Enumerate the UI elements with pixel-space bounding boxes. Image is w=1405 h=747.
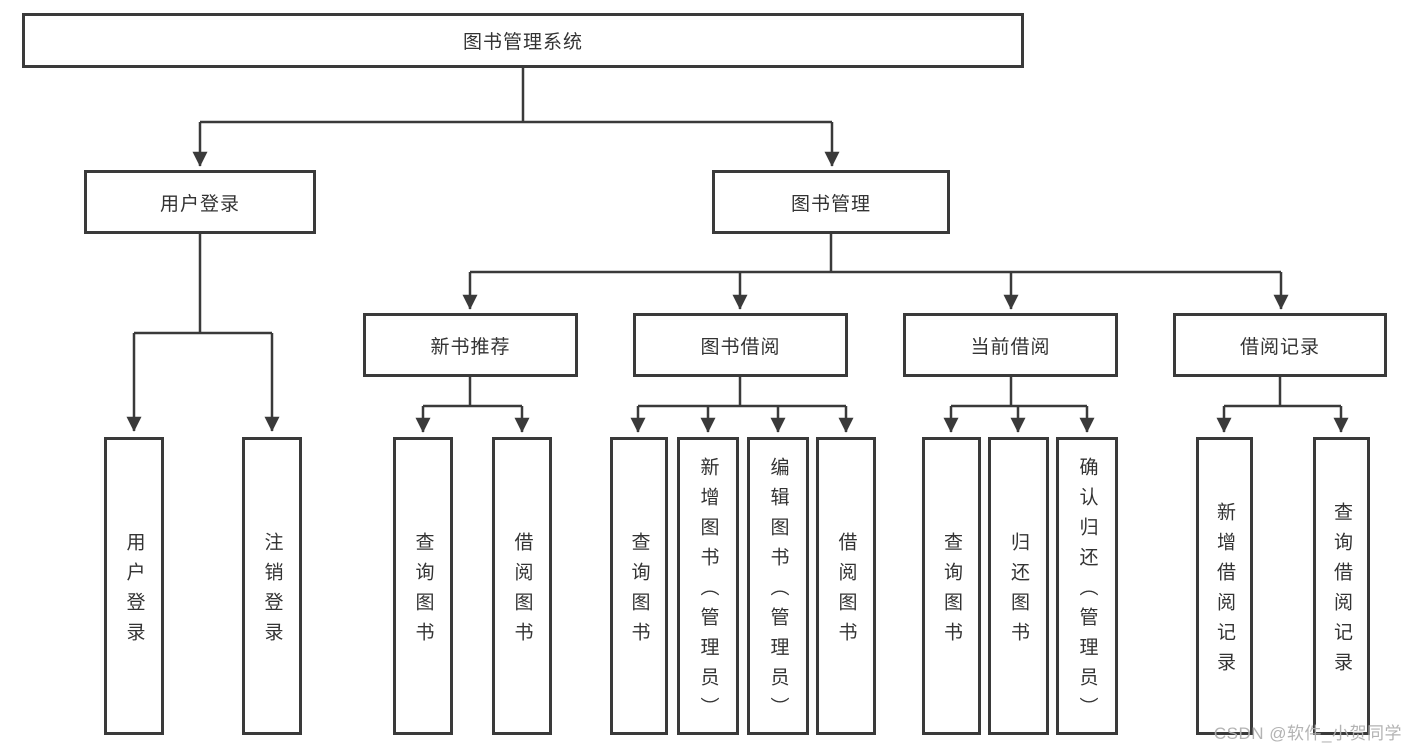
leaf-add-borrow-record: 新增借阅记录: [1196, 437, 1253, 735]
watermark: CSDN @软件_小贺同学: [1213, 724, 1402, 743]
leaf-borrow-book: 借阅图书: [816, 437, 876, 735]
leaf-borrow-book-recommend-label: 借阅图书: [511, 531, 533, 652]
leaf-query-book-current-label: 查询图书: [941, 531, 962, 652]
leaf-add-borrow-record-label: 新增借阅记录: [1214, 501, 1235, 682]
leaf-query-book-borrow-label: 查询图书: [628, 531, 650, 652]
node-borrow-records: 借阅记录: [1173, 313, 1387, 377]
leaf-logout-label: 注销登录: [261, 531, 283, 652]
leaf-query-borrow-record: 查询借阅记录: [1313, 437, 1370, 735]
node-user-login-label: 用户登录: [159, 193, 240, 215]
node-book-management: 图书管理: [712, 170, 950, 234]
leaf-edit-book-admin: 编辑图书（管理员）: [747, 437, 809, 735]
node-current-borrow: 当前借阅: [903, 313, 1118, 377]
leaf-borrow-book-recommend: 借阅图书: [492, 437, 552, 735]
node-borrow-records-label: 借阅记录: [1239, 336, 1320, 358]
node-new-book-recommend-label: 新书推荐: [430, 336, 511, 358]
leaf-logout: 注销登录: [242, 437, 302, 735]
leaf-edit-book-admin-label: 编辑图书（管理员）: [767, 456, 789, 727]
node-current-borrow-label: 当前借阅: [970, 336, 1051, 358]
node-new-book-recommend: 新书推荐: [363, 313, 578, 377]
leaf-query-book-recommend-label: 查询图书: [412, 531, 434, 652]
leaf-query-book-current: 查询图书: [922, 437, 981, 735]
node-book-borrow-label: 图书借阅: [700, 336, 781, 358]
node-root-system: 图书管理系统: [22, 13, 1024, 68]
node-book-management-label: 图书管理: [790, 193, 871, 215]
leaf-add-book-admin-label: 新增图书（管理员）: [697, 456, 719, 727]
leaf-add-book-admin: 新增图书（管理员）: [677, 437, 739, 735]
leaf-user-login: 用户登录: [104, 437, 164, 735]
node-user-login: 用户登录: [84, 170, 316, 234]
leaf-return-book: 归还图书: [988, 437, 1049, 735]
leaf-confirm-return-admin: 确认归还（管理员）: [1056, 437, 1118, 735]
leaf-query-book-borrow: 查询图书: [610, 437, 668, 735]
node-book-borrow: 图书借阅: [633, 313, 848, 377]
node-root-system-label: 图书管理系统: [462, 32, 583, 53]
leaf-user-login-label: 用户登录: [123, 531, 145, 652]
leaf-borrow-book-label: 借阅图书: [835, 531, 857, 652]
leaf-return-book-label: 归还图书: [1008, 531, 1029, 652]
leaf-query-borrow-record-label: 查询借阅记录: [1331, 501, 1352, 682]
leaf-confirm-return-admin-label: 确认归还（管理员）: [1076, 456, 1098, 727]
leaf-query-book-recommend: 查询图书: [393, 437, 453, 735]
